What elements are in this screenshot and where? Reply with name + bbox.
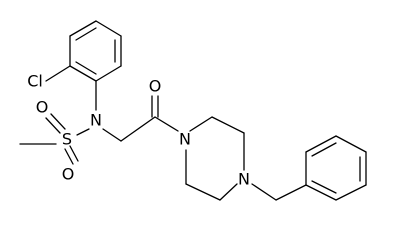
piperazine-nitrogen-right-atom-label: N <box>238 170 250 189</box>
bond <box>305 184 337 201</box>
bond <box>185 183 221 201</box>
bond <box>76 128 90 136</box>
bond <box>45 65 71 82</box>
bond <box>95 20 122 37</box>
bond <box>275 184 307 201</box>
bonds <box>19 20 367 201</box>
bond <box>311 142 337 157</box>
bond <box>311 180 337 194</box>
bond <box>69 20 97 37</box>
bond <box>154 116 179 132</box>
sulfonamide-nitrogen-atom-label: N <box>90 111 102 130</box>
bond <box>335 135 367 153</box>
bond <box>75 61 97 75</box>
bond <box>120 116 156 142</box>
bond <box>64 148 74 165</box>
sulfonyl-oxygen-bottom-atom-label: O <box>62 165 75 184</box>
atom-labels: Cl N O O S O N N <box>27 72 250 189</box>
carbonyl-oxygen-atom-label: O <box>149 77 162 96</box>
sulfonyl-oxygen-top-atom-label: O <box>36 98 49 117</box>
bond <box>95 65 122 82</box>
chemical-structure-diagram: Cl N O O S O N N <box>19 20 367 201</box>
bond <box>219 183 238 201</box>
bond <box>189 116 213 132</box>
piperazine-nitrogen-left-atom-label: N <box>179 130 191 149</box>
bond <box>335 184 367 201</box>
bond <box>305 135 337 153</box>
bond <box>102 128 122 142</box>
bond <box>251 183 277 201</box>
bond <box>75 27 97 41</box>
bond <box>211 116 245 134</box>
sulfur-atom-label: S <box>62 130 72 149</box>
bond <box>50 113 66 130</box>
bond <box>69 65 97 82</box>
chlorine-atom-label: Cl <box>27 72 43 91</box>
bond <box>45 117 61 134</box>
bond <box>69 145 79 162</box>
